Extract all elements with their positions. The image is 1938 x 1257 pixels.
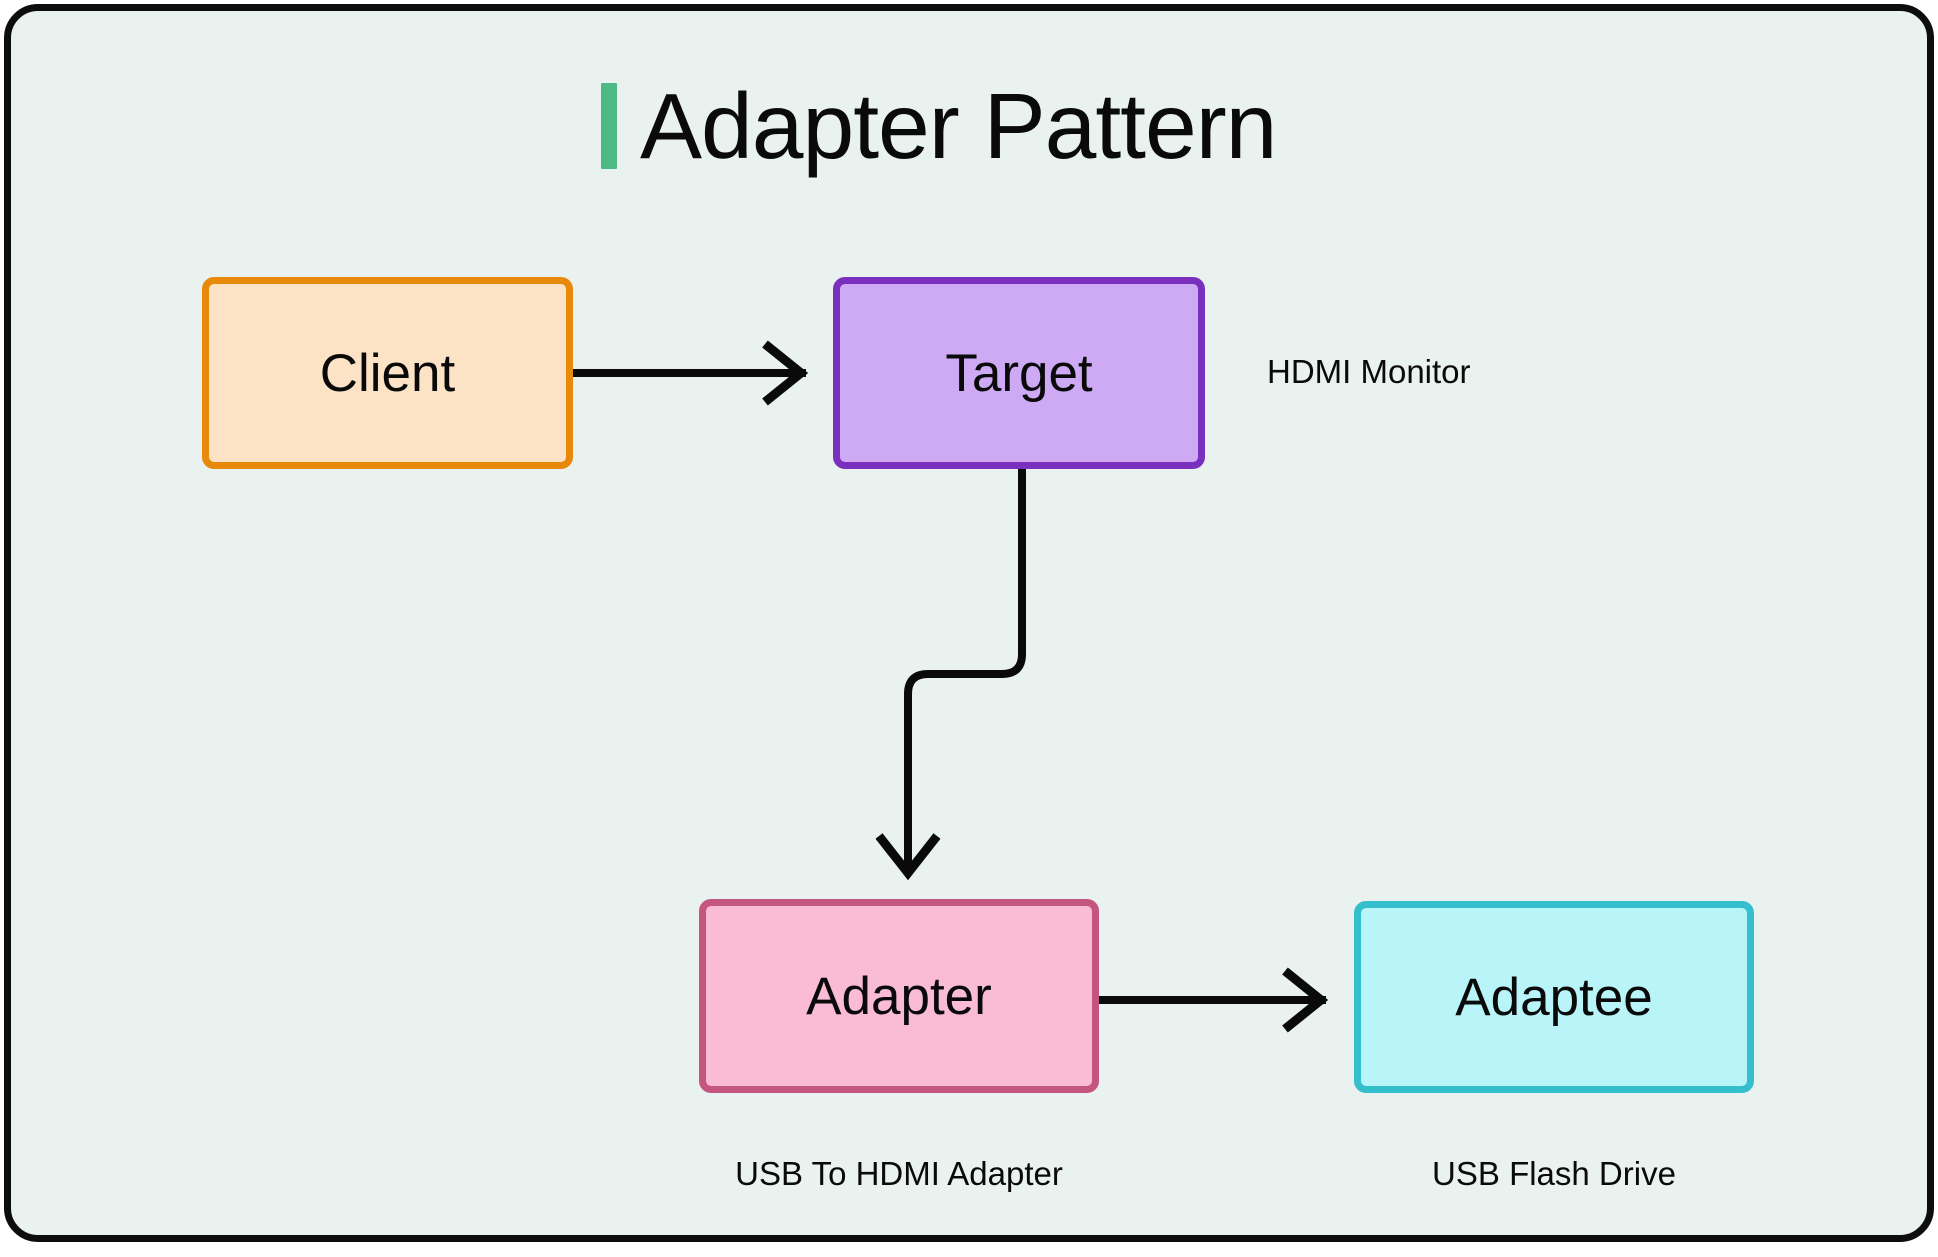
- node-client-label: Client: [319, 343, 456, 403]
- annotation-hdmi-monitor: HDMI Monitor: [1267, 353, 1471, 390]
- page-title: Adapter Pattern: [601, 71, 1277, 181]
- edge-client-to-target: [573, 340, 809, 406]
- annotation-usb-flash-drive: USB Flash Drive: [1432, 1155, 1676, 1192]
- node-target-label: Target: [945, 343, 1093, 403]
- edge-adapter-to-adaptee: [1099, 967, 1329, 1033]
- node-client[interactable]: Client: [202, 277, 573, 469]
- node-adapter-label: Adapter: [806, 966, 992, 1026]
- node-target[interactable]: Target: [833, 277, 1205, 469]
- node-adaptee-label: Adaptee: [1455, 967, 1653, 1027]
- title-accent-bar: [601, 83, 617, 169]
- edge-target-to-adapter: [875, 469, 1026, 881]
- page-title-text: Adapter Pattern: [640, 73, 1277, 178]
- annotation-usb-to-hdmi-adapter: USB To HDMI Adapter: [735, 1155, 1063, 1192]
- node-adaptee[interactable]: Adaptee: [1354, 901, 1754, 1093]
- node-adapter[interactable]: Adapter: [699, 899, 1099, 1093]
- diagram-frame: Adapter Pattern Client Targe: [4, 4, 1934, 1242]
